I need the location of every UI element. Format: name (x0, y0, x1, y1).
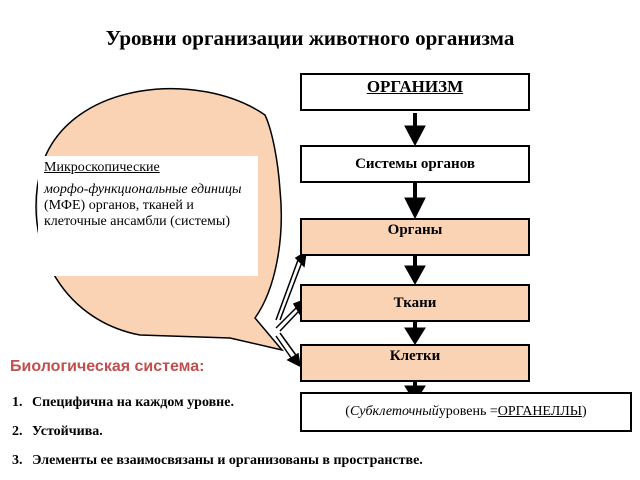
level-cells-label: Клетки (389, 348, 441, 364)
level-tissues-label: Ткани (393, 294, 437, 311)
list-item-text: Устойчива. (32, 424, 103, 439)
list-item: 3. Элементы ее взаимосвязаны и организова… (12, 453, 423, 469)
subcell-close: ) (582, 404, 587, 419)
level-organ-systems-box: Системы органов (300, 145, 530, 183)
list-item: 2. Устойчива. (12, 424, 103, 440)
level-organ-systems-label: Системы органов (355, 155, 475, 172)
level-organs-box: Органы (300, 218, 530, 256)
flow-arrows (404, 113, 426, 403)
level-organism-label: ОРГАНИЗМ (366, 77, 464, 96)
level-subcellular-box: (Субклеточный уровень = ОРГАНЕЛЛЫ) (300, 392, 632, 432)
list-item-text: Элементы ее взаимосвязаны и организованы… (32, 453, 423, 468)
callout-text: Микроскопические морфо-функциональные ед… (38, 156, 258, 276)
list-item-text: Специфична на каждом уровне. (32, 395, 234, 410)
page-title: Уровни организации животного организма (105, 26, 515, 50)
subcell-organelles: ОРГАНЕЛЛЫ (497, 404, 583, 419)
callout-line1: Микроскопические (44, 160, 160, 175)
callout-line2-rest: (МФЕ) органов, тканей и клеточные ансамб… (44, 198, 230, 229)
list-item-number: 2. (12, 424, 23, 439)
subcell-open: ( (345, 404, 350, 419)
list-item: 1. Специфична на каждом уровне. (12, 395, 234, 411)
level-organism-box: ОРГАНИЗМ (300, 73, 530, 111)
bio-system-heading: Биологическая система: (10, 358, 205, 375)
subcell-plain: уровень = (438, 404, 498, 419)
level-organs-label: Органы (387, 222, 443, 238)
list-item-number: 1. (12, 395, 23, 410)
list-item-number: 3. (12, 453, 23, 468)
level-tissues-box: Ткани (300, 284, 530, 322)
subcell-italic: Субклеточный (349, 404, 439, 419)
level-cells-box: Клетки (300, 344, 530, 382)
callout-line2-italic: морфо-функциональные единицы (44, 182, 242, 197)
